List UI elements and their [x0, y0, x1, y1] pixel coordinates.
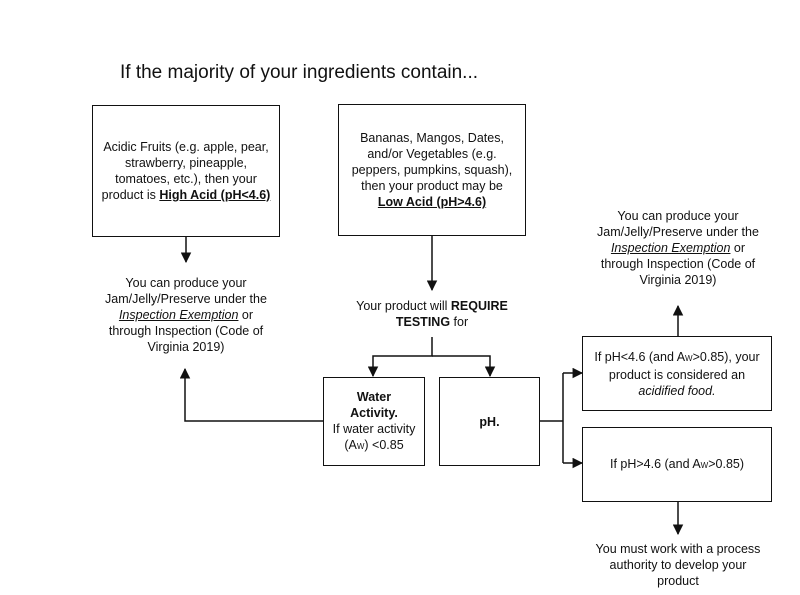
- ph-high-box: If pH>4.6 (and AW>0.85): [582, 427, 772, 502]
- high-acid-box: Acidic Fruits (e.g. apple, pear, strawbe…: [92, 105, 280, 237]
- left-outcome-text: You can produce your Jam/Jelly/Preserve …: [105, 276, 267, 354]
- right-outcome-text: You can produce your Jam/Jelly/Preserve …: [597, 209, 759, 287]
- bottom-outcome-text: You must work with a process authority t…: [595, 542, 761, 588]
- require-testing-text: Your product will REQUIRE TESTING for: [356, 299, 508, 329]
- ph-box: pH.: [439, 377, 540, 466]
- arrow-testing-split: [367, 337, 433, 378]
- low-acid-box: Bananas, Mangos, Dates, and/or Vegetable…: [338, 104, 526, 236]
- arrow-water-activity-to-left-outcome: [179, 367, 323, 422]
- diagram-title: If the majority of your ingredients cont…: [120, 62, 479, 83]
- acidified-box: If pH<4.6 (and AW>0.85), your product is…: [582, 336, 772, 411]
- arrow-testing-to-ph: [432, 355, 496, 378]
- water-activity-box: Water Activity.If water activity(AW) <0.…: [323, 377, 425, 466]
